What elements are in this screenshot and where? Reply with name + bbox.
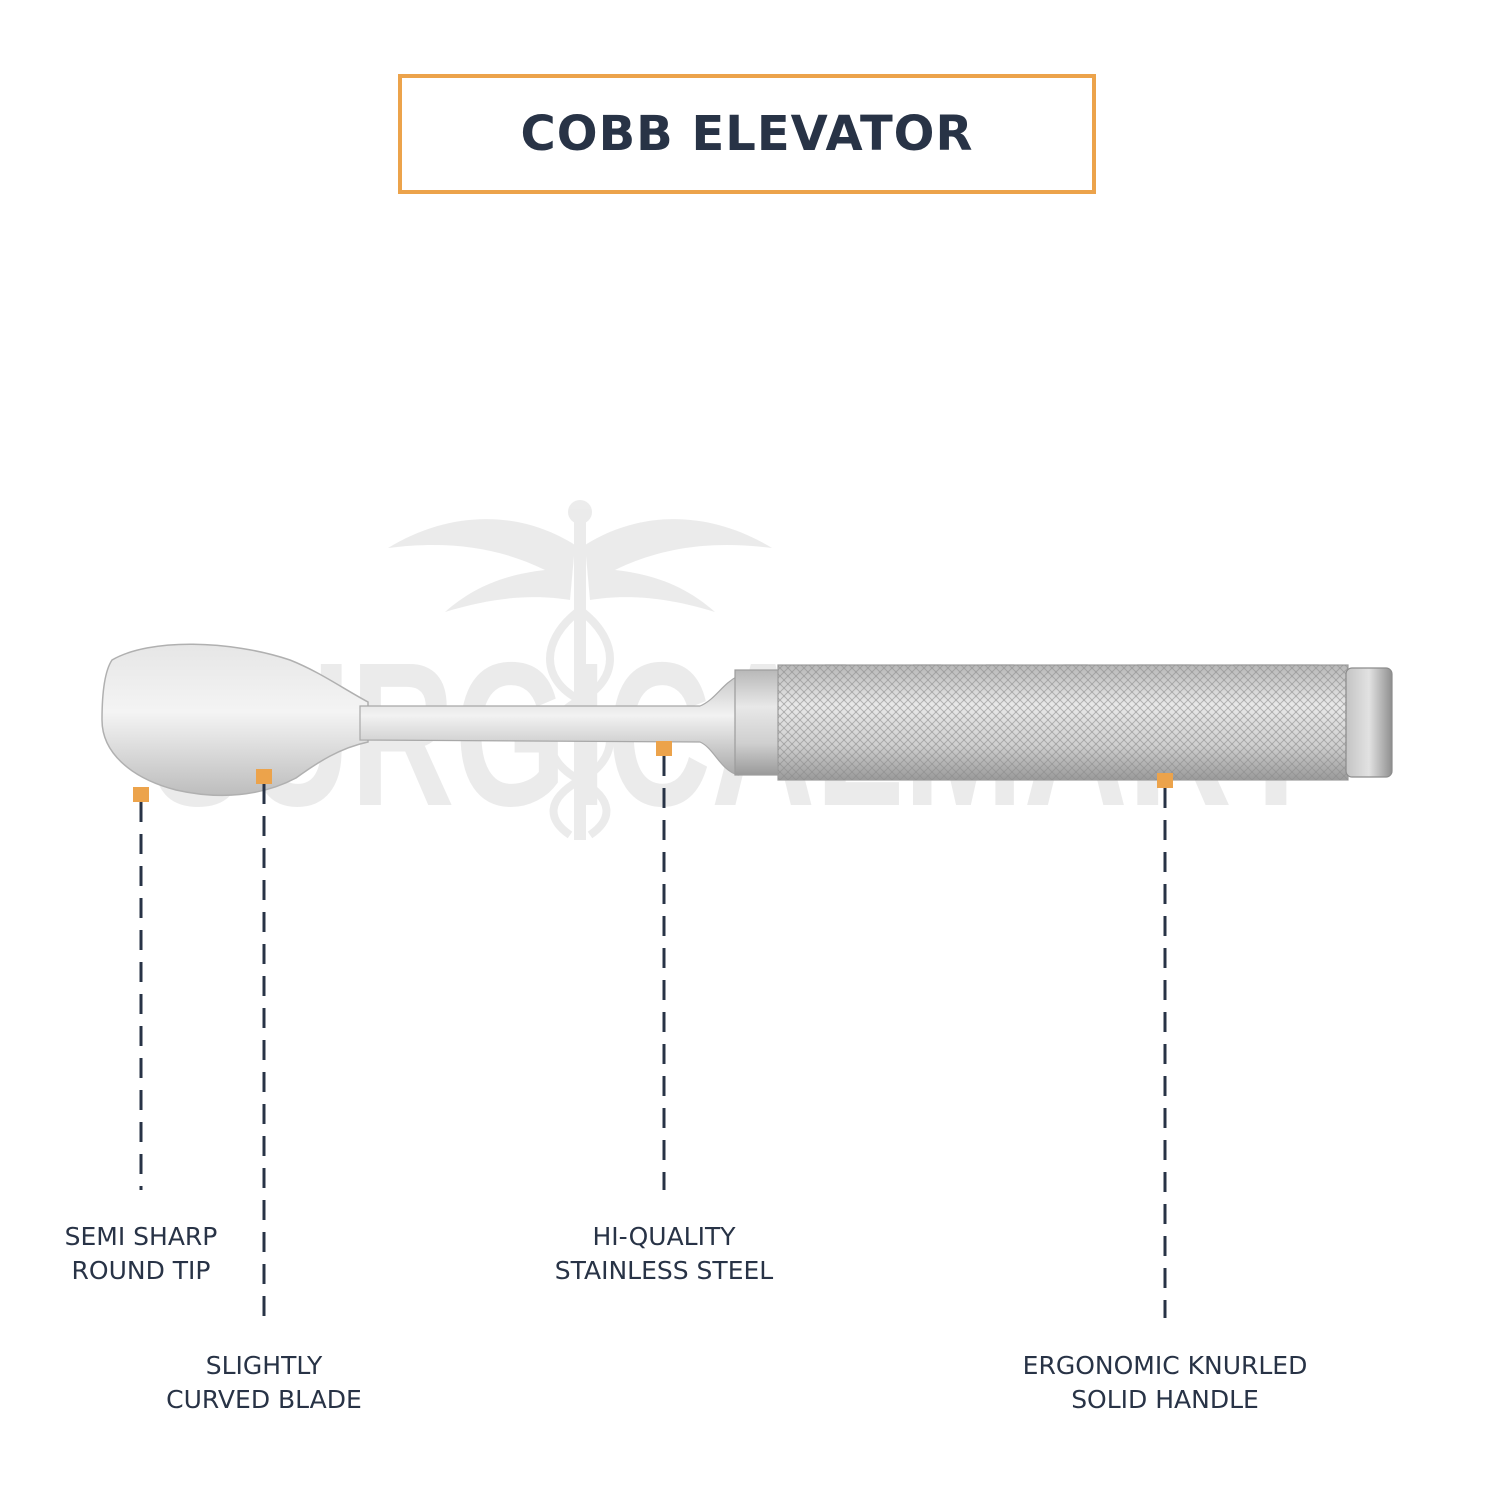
callout-tip-label: SEMI SHARP ROUND TIP — [64, 1222, 218, 1285]
callout-handle-label: ERGONOMIC KNURLED SOLID HANDLE — [1022, 1351, 1308, 1414]
callout-blade-pointer — [256, 769, 272, 1318]
blade — [101, 643, 369, 797]
callout-handle-pointer — [1157, 773, 1173, 1318]
title-box: COBB ELEVATOR — [398, 74, 1096, 194]
page-title: COBB ELEVATOR — [520, 106, 974, 162]
callout-blade-label: SLIGHTLY CURVED BLADE — [166, 1351, 362, 1414]
handle-collar — [734, 669, 781, 776]
callout-tip-pointer — [133, 787, 149, 1190]
cobb-elevator-instrument — [101, 643, 1393, 797]
handle-end-cap — [1345, 667, 1393, 778]
callout-steel-label: HI-QUALITY STAINLESS STEEL — [554, 1222, 774, 1285]
callout-steel-pointer — [656, 741, 672, 1190]
